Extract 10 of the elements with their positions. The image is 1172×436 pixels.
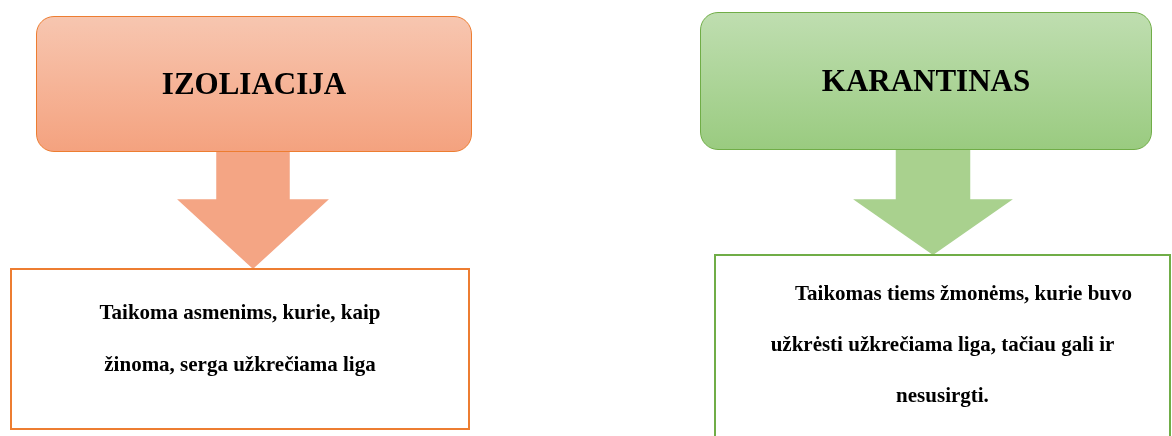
title-box bbox=[36, 16, 472, 152]
heading: KARANTINAS bbox=[821, 61, 1031, 100]
description-box bbox=[714, 254, 1171, 436]
description-box bbox=[10, 268, 470, 430]
block-arrow bbox=[177, 151, 329, 269]
heading: IZOLIACIJA bbox=[161, 64, 347, 103]
description-text: Taikoma asmenims, kurie, kaip žinoma, serga užkrečiama liga bbox=[98, 299, 382, 378]
description-text: Taikomas tiems žmonėms, kurie buvo užkrėsti užkrečiama liga, tačiau gali ir nesusirgti. bbox=[769, 280, 1133, 409]
block-arrow bbox=[853, 149, 1013, 255]
title-box bbox=[700, 12, 1152, 150]
